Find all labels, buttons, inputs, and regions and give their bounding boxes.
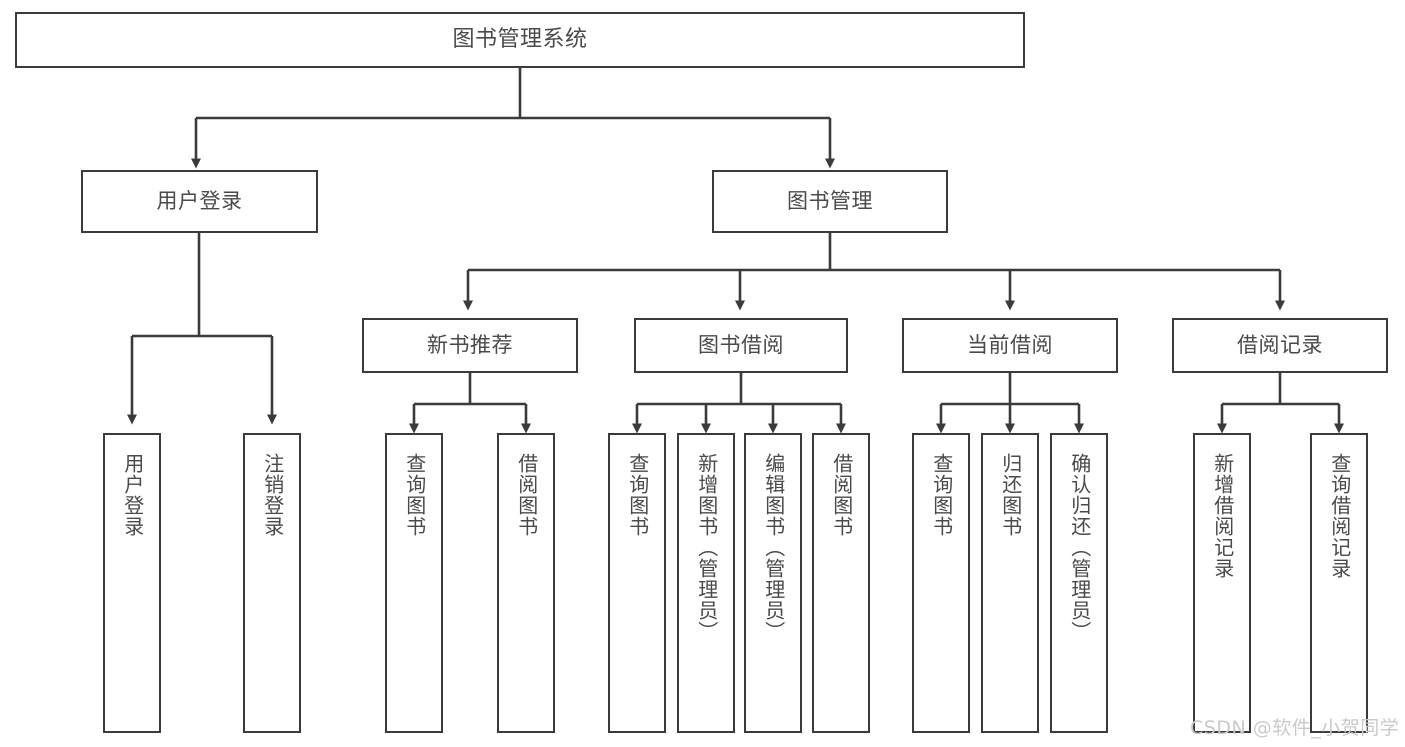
node-book-management-label: 图书管理 <box>787 188 873 213</box>
leaf-query-borrow-record-label: 查询借阅记录 <box>1327 453 1352 579</box>
node-user-login[interactable]: 用户登录 <box>81 170 318 233</box>
leaf-confirm-return-admin-label: 确认归还（管理员） <box>1067 453 1092 642</box>
leaf-borrow-book[interactable]: 借阅图书 <box>812 433 870 733</box>
leaf-add-borrow-record[interactable]: 新增借阅记录 <box>1193 433 1251 733</box>
node-borrow-records-label: 借阅记录 <box>1237 332 1323 357</box>
leaf-add-book-admin-label: 新增图书（管理员） <box>694 453 719 642</box>
leaf-edit-book-admin[interactable]: 编辑图书（管理员） <box>744 433 802 733</box>
leaf-borrow-book-recommend-label: 借阅图书 <box>514 453 539 537</box>
leaf-query-book-borrow-label: 查询图书 <box>625 453 650 537</box>
node-book-borrow[interactable]: 图书借阅 <box>634 318 848 373</box>
csdn-watermark: CSDN @软件_小贺同学 <box>1190 717 1400 739</box>
leaf-add-book-admin[interactable]: 新增图书（管理员） <box>677 433 735 733</box>
node-root[interactable]: 图书管理系统 <box>15 12 1025 68</box>
leaf-user-login-label: 用户登录 <box>120 453 145 537</box>
leaf-query-book-current-label: 查询图书 <box>929 453 954 537</box>
node-borrow-records[interactable]: 借阅记录 <box>1172 318 1388 373</box>
leaf-return-book[interactable]: 归还图书 <box>981 433 1039 733</box>
leaf-return-book-label: 归还图书 <box>998 453 1023 537</box>
node-new-book-recommend[interactable]: 新书推荐 <box>362 318 578 373</box>
node-current-borrow-label: 当前借阅 <box>967 332 1053 357</box>
leaf-borrow-book-label: 借阅图书 <box>829 453 854 537</box>
node-book-borrow-label: 图书借阅 <box>698 332 784 357</box>
node-current-borrow[interactable]: 当前借阅 <box>902 318 1118 373</box>
leaf-query-book-recommend[interactable]: 查询图书 <box>385 433 443 733</box>
node-book-management[interactable]: 图书管理 <box>712 170 948 233</box>
leaf-user-login[interactable]: 用户登录 <box>103 433 161 733</box>
leaf-query-book-recommend-label: 查询图书 <box>402 453 427 537</box>
leaf-borrow-book-recommend[interactable]: 借阅图书 <box>497 433 555 733</box>
leaf-query-borrow-record[interactable]: 查询借阅记录 <box>1310 433 1368 733</box>
leaf-logout-label: 注销登录 <box>260 453 285 537</box>
leaf-confirm-return-admin[interactable]: 确认归还（管理员） <box>1050 433 1108 733</box>
node-new-book-recommend-label: 新书推荐 <box>427 332 513 357</box>
node-user-login-label: 用户登录 <box>156 188 243 213</box>
leaf-query-book-borrow[interactable]: 查询图书 <box>608 433 666 733</box>
leaf-logout[interactable]: 注销登录 <box>243 433 301 733</box>
leaf-add-borrow-record-label: 新增借阅记录 <box>1210 453 1235 579</box>
node-root-label: 图书管理系统 <box>452 26 588 52</box>
leaf-edit-book-admin-label: 编辑图书（管理员） <box>761 453 786 642</box>
leaf-query-book-current[interactable]: 查询图书 <box>912 433 970 733</box>
